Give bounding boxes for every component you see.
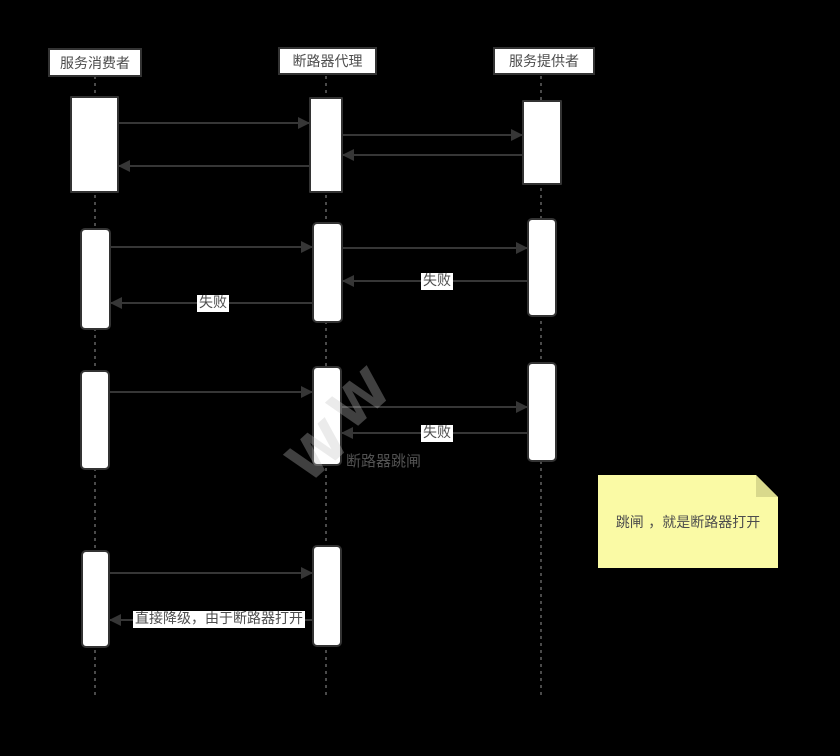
- arrowhead-left-icon: [342, 275, 354, 287]
- actor-head-consumer: 服务消费者: [48, 48, 142, 77]
- message-label-degrade: 直接降级，由于断路器打开: [133, 611, 305, 628]
- sticky-note-text: 跳闸 ，就是断路器打开: [615, 514, 761, 531]
- activation-provider-2: [527, 218, 557, 317]
- arrowhead-right-icon: [301, 567, 313, 579]
- activation-provider-3: [527, 362, 557, 462]
- message-consumer-to-proxy-3: [110, 386, 313, 398]
- arrowhead-right-icon: [301, 241, 313, 253]
- arrowhead-left-icon: [118, 160, 130, 172]
- arrowhead-left-icon: [341, 427, 353, 439]
- message-proxy-to-provider-3: [342, 401, 528, 413]
- message-label-fail-consumer: 失败: [197, 295, 229, 312]
- activation-proxy-1: [309, 97, 343, 193]
- message-proxy-to-provider-2: [343, 242, 528, 254]
- message-label-fail-provider-3: 失败: [421, 425, 453, 442]
- arrowhead-right-icon: [516, 401, 528, 413]
- message-provider-return-1: [342, 149, 522, 161]
- actor-head-proxy: 断路器代理: [278, 47, 377, 75]
- activation-consumer-1: [70, 96, 119, 193]
- activation-proxy-4: [312, 545, 342, 647]
- sticky-note: 跳闸 ，就是断路器打开: [598, 475, 778, 568]
- arrowhead-right-icon: [511, 129, 523, 141]
- actor-head-provider: 服务提供者: [493, 47, 595, 75]
- activation-proxy-3: [312, 366, 342, 466]
- activation-proxy-2: [312, 222, 343, 323]
- message-consumer-to-proxy-2: [111, 241, 313, 253]
- activation-provider-1: [522, 100, 562, 185]
- arrowhead-right-icon: [298, 117, 310, 129]
- arrowhead-left-icon: [109, 614, 121, 626]
- message-proxy-to-provider-1: [343, 129, 523, 141]
- arrowhead-right-icon: [301, 386, 313, 398]
- activation-consumer-2: [80, 228, 111, 330]
- activation-consumer-4: [81, 550, 110, 648]
- message-label-fail-provider: 失败: [421, 273, 453, 290]
- message-proxy-return-1: [118, 160, 309, 172]
- annotation-breaker-trip: 断路器跳闸: [346, 452, 422, 470]
- arrowhead-right-icon: [516, 242, 528, 254]
- message-consumer-to-proxy-4: [110, 567, 313, 579]
- message-consumer-to-proxy-1: [119, 117, 310, 129]
- arrowhead-left-icon: [110, 297, 122, 309]
- activation-consumer-3: [80, 370, 110, 470]
- arrowhead-left-icon: [342, 149, 354, 161]
